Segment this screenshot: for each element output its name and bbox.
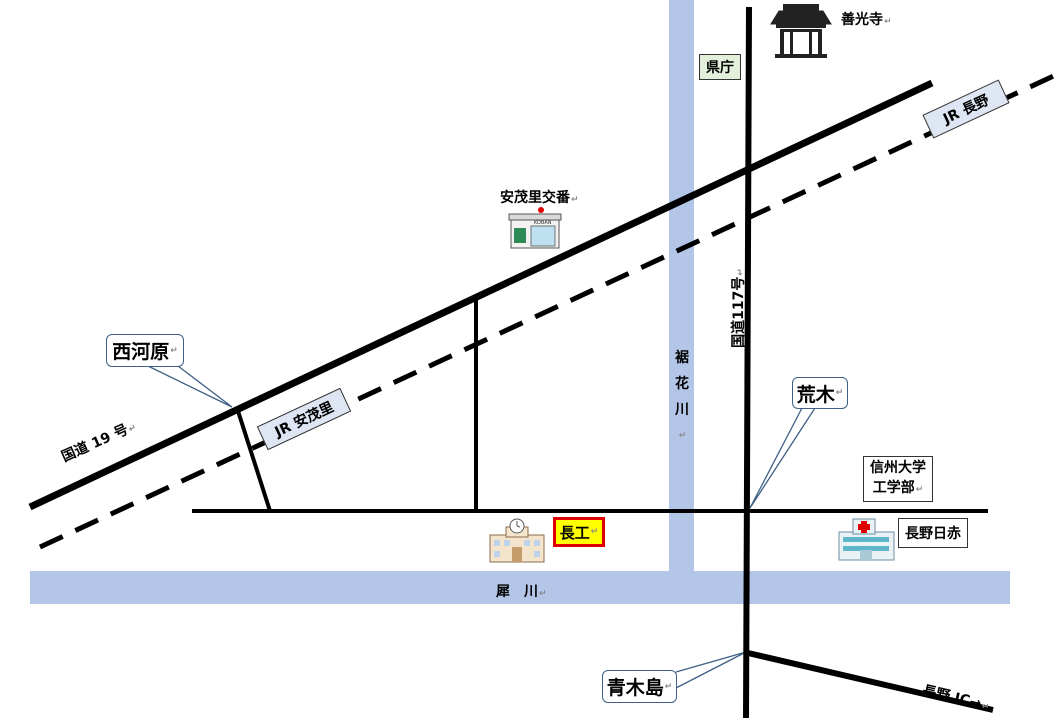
nishigawara-callout: 西河原↵ (106, 334, 184, 367)
svg-text:KOBAN: KOBAN (534, 220, 552, 226)
sai-river (30, 571, 1010, 604)
nagano-red-cross-label: 長野日赤 (898, 518, 968, 548)
jr-railway-line (38, 70, 1062, 550)
callout-pointer-araki (749, 407, 816, 509)
susobana-river-label: 裾 花 川 ↵ (675, 350, 689, 441)
zenkoji-label: 善光寺↵ (841, 12, 892, 28)
school-icon (489, 518, 545, 563)
nagako-school-label: 長工↵ (553, 517, 605, 547)
route19-road (28, 79, 934, 511)
nagano-ic-road (747, 650, 994, 713)
connector-road-west (236, 410, 272, 512)
koban-label: 安茂里交番↵ (500, 190, 579, 206)
temple-icon (770, 4, 832, 58)
callout-pointer-nishigawara (147, 365, 233, 408)
sai-river-label: 犀 川↵ (496, 584, 547, 600)
route117-road (743, 6, 752, 719)
police-box-icon: KOBAN (508, 207, 562, 249)
aokijima-callout: 青木島↵ (602, 670, 677, 703)
prefecture-office-label: 県庁 (699, 54, 741, 80)
susobana-river (669, 0, 694, 571)
hospital-icon (838, 518, 895, 561)
shinshu-university-label: 信州大学 工学部↵ (863, 456, 933, 502)
araki-callout: 荒木↵ (792, 377, 848, 409)
route117-label: 国道117号↵ (731, 268, 747, 348)
callout-pointer-aokijima (675, 651, 747, 689)
